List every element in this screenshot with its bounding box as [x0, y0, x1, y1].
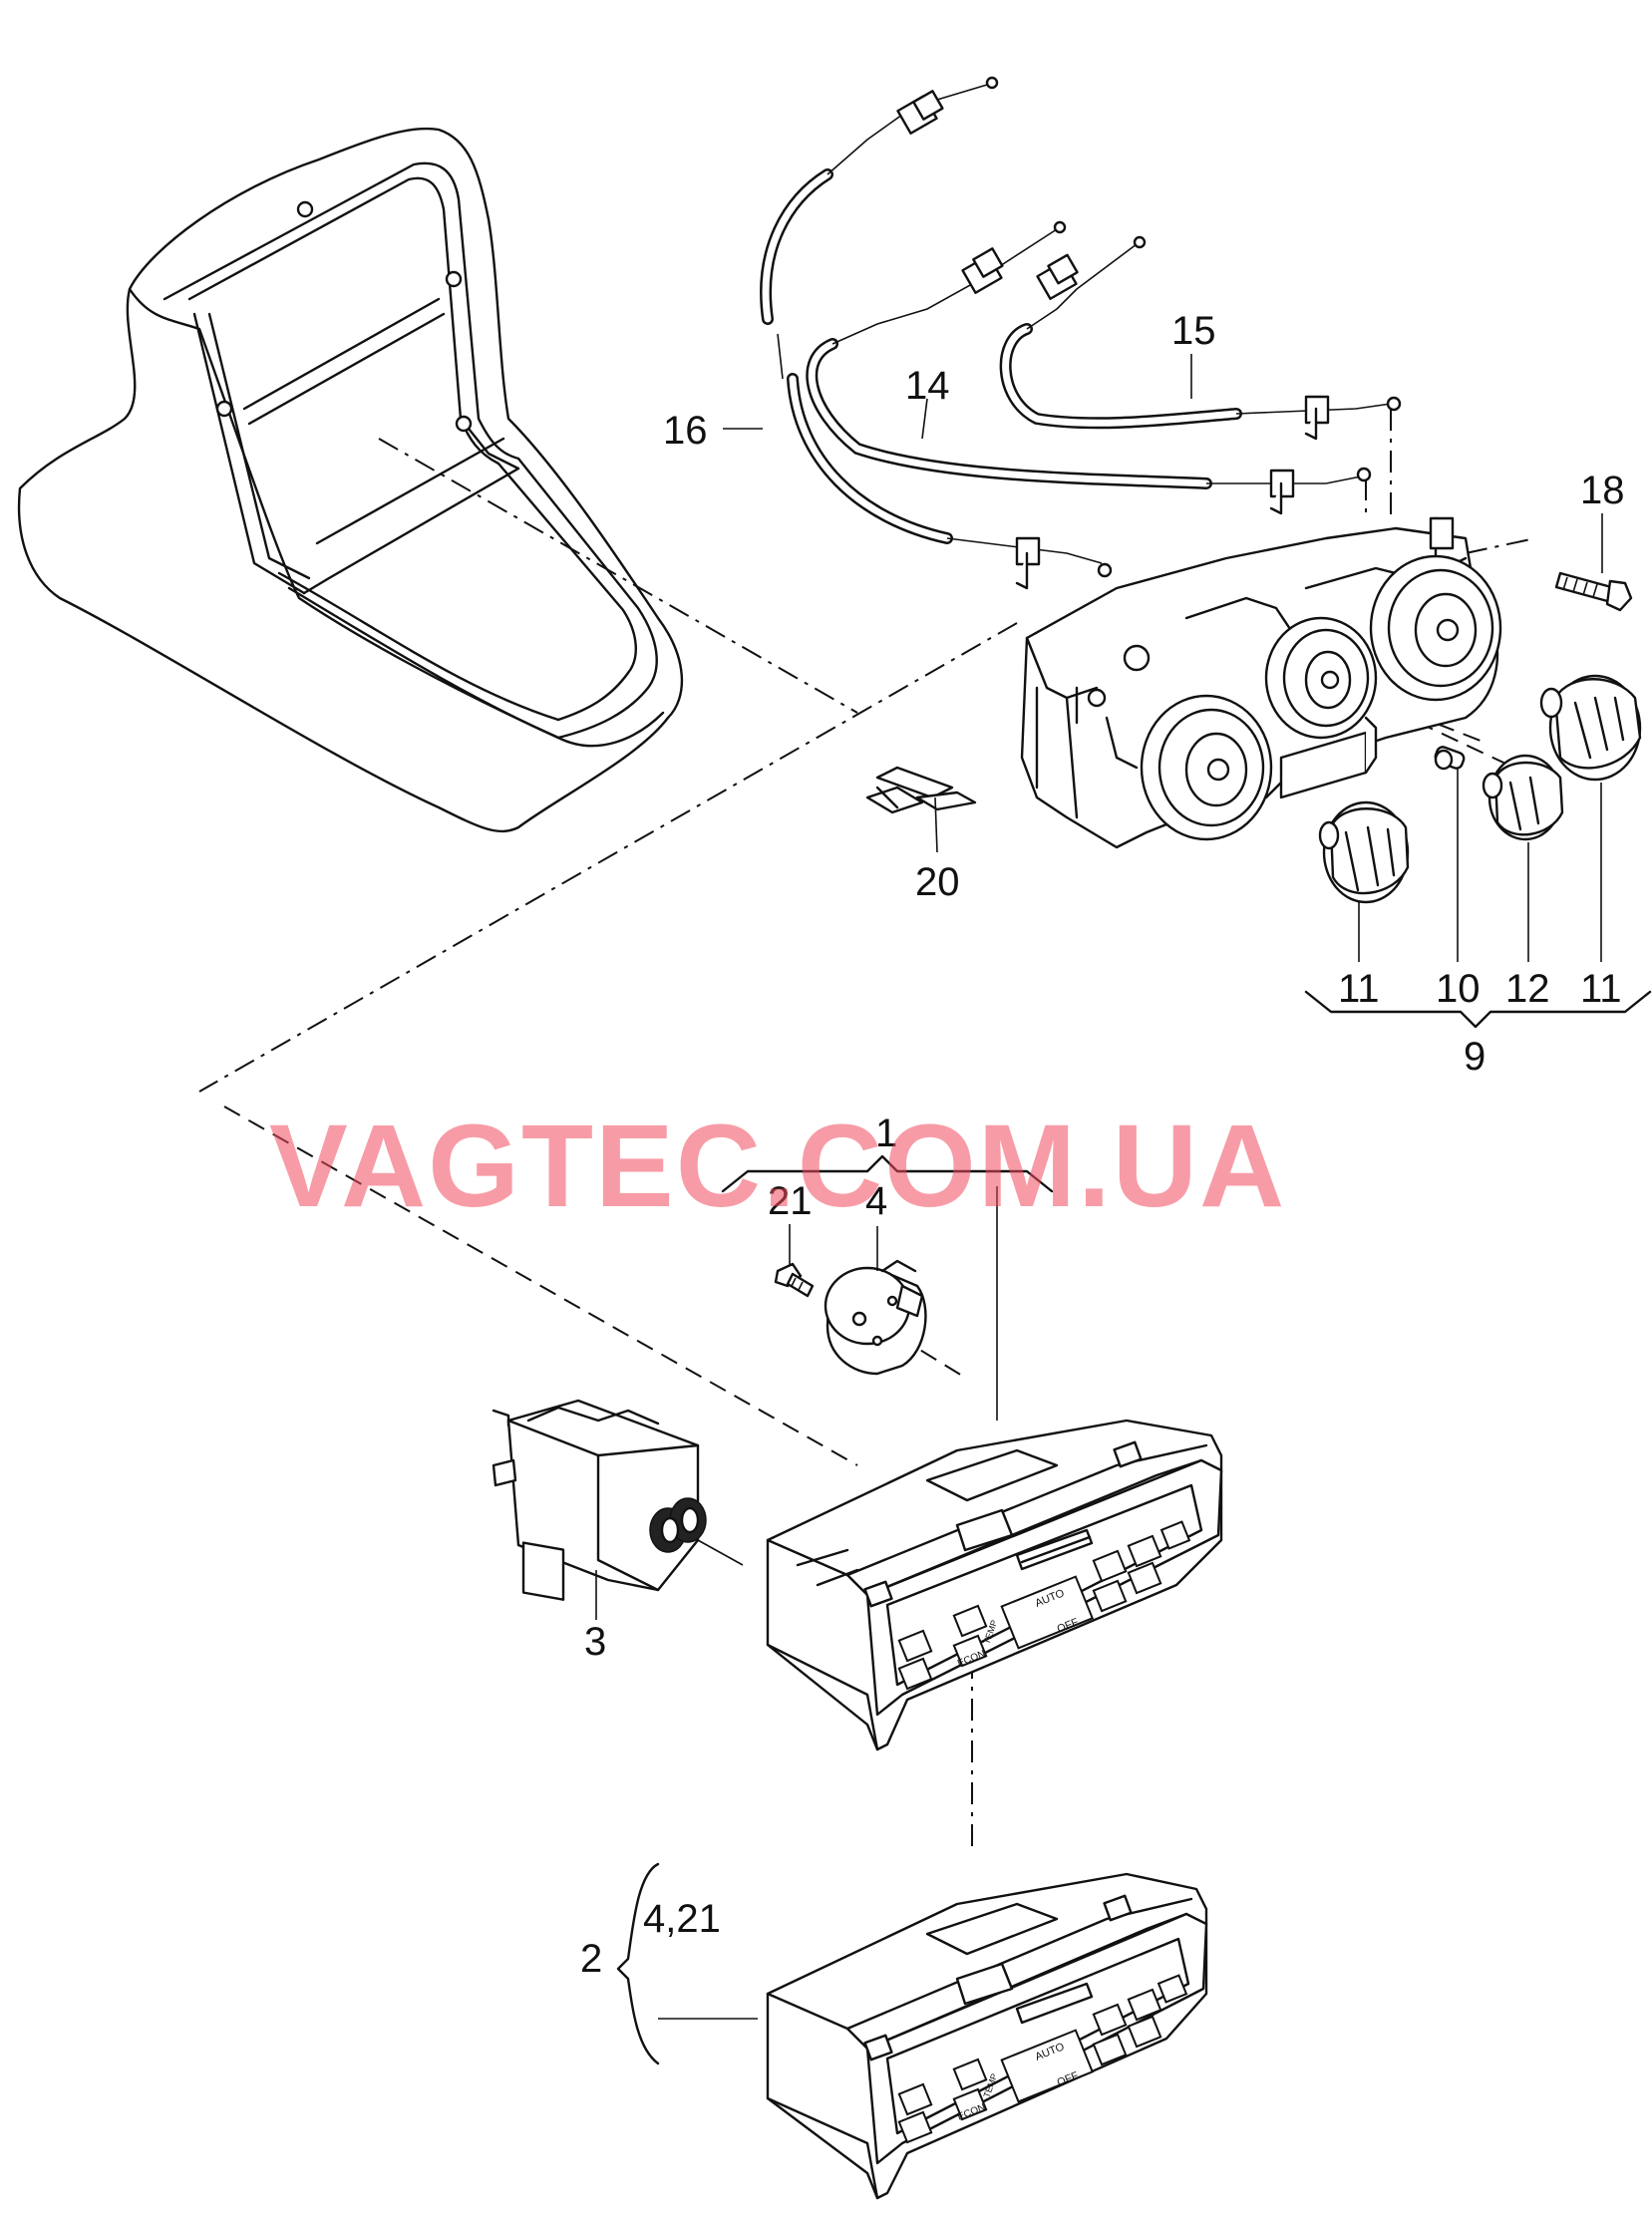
- callout-14: 14: [905, 364, 950, 408]
- servo-motor-4: [824, 1259, 927, 1376]
- watermark-text: VAGTEC.COM.UA: [269, 1101, 1286, 1232]
- callout-11-left: 11: [1338, 967, 1380, 1011]
- dial-left-socket: [1140, 694, 1273, 841]
- callout-numbers: 16 14 15 18 20 11 10 12 11 9 1 21 4 3 4,…: [580, 309, 1625, 1981]
- control-module-3: [492, 1399, 744, 1601]
- callout-4: 4: [865, 1179, 887, 1223]
- climate-control-unit-1: AUTO OFF ECON TEMP: [766, 1419, 1223, 1751]
- callout-2: 2: [580, 1937, 602, 1981]
- leader-lines: [595, 354, 1652, 2065]
- bulb: [1434, 746, 1466, 771]
- callout-3: 3: [584, 1620, 606, 1664]
- clip-20: [865, 766, 977, 814]
- callout-9: 9: [1464, 1035, 1486, 1079]
- callout-16: 16: [663, 409, 708, 453]
- screw-21: [774, 1262, 815, 1298]
- console-trim-panel: [17, 127, 684, 833]
- callout-18: 18: [1580, 469, 1625, 512]
- dial-middle-socket: [1264, 616, 1378, 740]
- knob-right: [1539, 674, 1642, 782]
- knob-left: [1318, 800, 1410, 904]
- callout-10: 10: [1436, 967, 1481, 1011]
- dial-right-socket: [1369, 554, 1502, 702]
- callout-1: 1: [875, 1111, 897, 1155]
- callout-15: 15: [1171, 309, 1216, 353]
- callout-4-21: 4,21: [643, 1897, 721, 1941]
- screw-18: [1554, 571, 1633, 612]
- control-cables: [760, 76, 1402, 590]
- knob-middle: [1482, 754, 1564, 841]
- callout-20: 20: [915, 860, 960, 904]
- callout-12: 12: [1505, 967, 1550, 1011]
- callout-11-right: 11: [1580, 967, 1622, 1011]
- heater-control-housing: [1020, 516, 1502, 849]
- callout-21: 21: [768, 1179, 813, 1223]
- climate-control-unit-2: AUTO OFF ECON TEMP: [766, 1872, 1208, 2200]
